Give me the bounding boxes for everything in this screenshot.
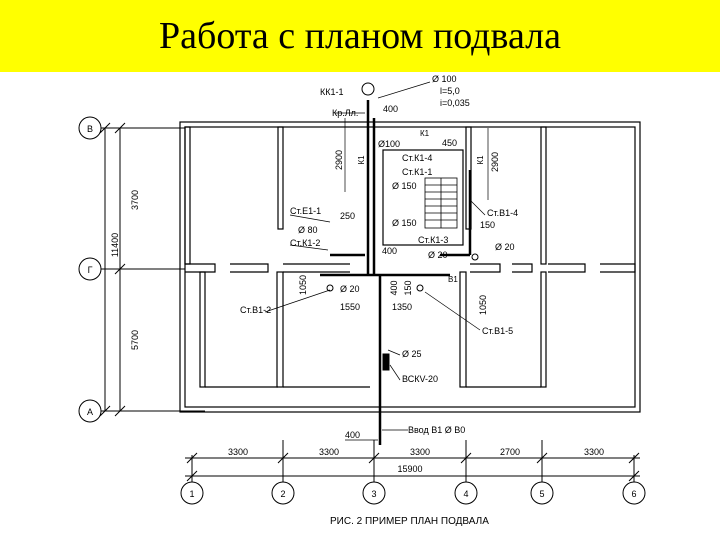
dim-3700: 3700 <box>130 190 140 210</box>
dim-bottom-1: 3300 <box>228 447 248 457</box>
leader-lines <box>264 81 489 441</box>
label-250: 250 <box>340 211 355 221</box>
label-vskv: ВСКV-20 <box>402 374 438 384</box>
col-axis-6: 6 <box>622 455 646 505</box>
label-150-v: 150 <box>403 280 413 295</box>
stairs <box>424 177 458 229</box>
risers <box>326 82 479 371</box>
col-axis-4-label: 4 <box>463 489 468 499</box>
label-400-bottom: 400 <box>345 430 360 440</box>
label-stv1-2: Ст.В1-2 <box>240 305 271 315</box>
label-400-mid: 400 <box>382 246 397 256</box>
col-axis-6-label: 6 <box>631 489 636 499</box>
dim-total: 15900 <box>397 464 422 474</box>
label-stv1-4: Ст.В1-4 <box>487 208 518 218</box>
label-kr-ln: Кр.Лл. <box>332 108 358 118</box>
col-axis-5: 5 <box>530 440 554 505</box>
dim-bottom-2: 3300 <box>319 447 339 457</box>
label-1550: 1550 <box>340 302 360 312</box>
label-stk1-3: Ст.К1-3 <box>418 235 448 245</box>
label-2900-left: 2900 <box>334 150 344 170</box>
col-axis-4: 4 <box>454 440 478 505</box>
col-axis-5-label: 5 <box>539 489 544 499</box>
row-axis-v: В <box>78 116 185 140</box>
left-dimensions: 3700 11400 5700 <box>99 122 140 417</box>
dim-bottom-3: 3300 <box>410 447 430 457</box>
label-stk1-2: Ст.К1-2 <box>290 238 320 248</box>
title-bar: Работа с планом подвала <box>0 0 720 72</box>
label-1050-left: 1050 <box>298 275 308 295</box>
annotations: КК1-1 Ø 100 l=5,0 i=0,035 Кр.Лл. 400 290… <box>240 74 518 440</box>
label-d20-c: Ø 20 <box>340 284 360 294</box>
dim-bottom-5: 3300 <box>584 447 604 457</box>
label-2900-right: 2900 <box>490 152 500 172</box>
row-axis-a-label: А <box>87 407 93 417</box>
label-d80: Ø 80 <box>298 225 318 235</box>
label-d100: Ø100 <box>378 139 400 149</box>
well-slope: i=0,035 <box>440 98 470 108</box>
row-axis-g: Г <box>78 257 185 281</box>
dim-5700: 5700 <box>130 330 140 350</box>
label-d20-a: Ø 20 <box>495 242 515 252</box>
plan-caption: РИС. 2 ПРИМЕР ПЛАН ПОДВАЛА <box>330 516 489 527</box>
well-length: l=5,0 <box>440 86 460 96</box>
col-axis-2: 2 <box>271 440 295 505</box>
row-axis-g-label: Г <box>88 265 93 275</box>
label-150: 150 <box>480 220 495 230</box>
label-stk1-4: Ст.К1-4 <box>402 153 432 163</box>
label-k1-b: К1 <box>476 155 485 165</box>
col-axis-3-label: 3 <box>371 489 376 499</box>
pipes <box>320 100 472 445</box>
label-stv1-5: Ст.В1-5 <box>482 326 513 336</box>
label-ste1-1: Ст.Е1-1 <box>290 206 321 216</box>
label-v1: В1 <box>448 275 458 284</box>
bottom-dimensions: 3300 3300 3300 2700 3300 15900 <box>185 447 640 482</box>
dim-bottom-4: 2700 <box>500 447 520 457</box>
label-k1-top: К1 <box>420 129 430 138</box>
slide-title: Работа с планом подвала <box>158 15 561 57</box>
label-d150-a: Ø 150 <box>392 181 417 191</box>
well-name: КК1-1 <box>320 87 344 97</box>
label-450: 450 <box>442 138 457 148</box>
label-400-v: 400 <box>389 280 399 295</box>
col-axis-2-label: 2 <box>280 489 285 499</box>
col-axis-1-label: 1 <box>189 489 194 499</box>
walls <box>179 121 641 413</box>
well-diameter: Ø 100 <box>432 74 457 84</box>
label-k1-a: К1 <box>357 155 366 165</box>
col-axis-3: 3 <box>362 440 386 505</box>
label-1350: 1350 <box>392 302 412 312</box>
label-stk1-1: Ст.К1-1 <box>402 167 432 177</box>
row-axis-v-label: В <box>87 124 93 134</box>
row-axis-a: А <box>78 399 205 423</box>
label-400-top: 400 <box>383 104 398 114</box>
label-vvod: Ввод В1 Ø В0 <box>408 425 465 435</box>
label-d25: Ø 25 <box>402 349 422 359</box>
dim-11400: 11400 <box>110 233 120 257</box>
label-d150-b: Ø 150 <box>392 218 417 228</box>
label-1050-right: 1050 <box>478 295 488 315</box>
label-d20-b: Ø 20 <box>428 250 448 260</box>
col-axis-1: 1 <box>180 455 204 505</box>
